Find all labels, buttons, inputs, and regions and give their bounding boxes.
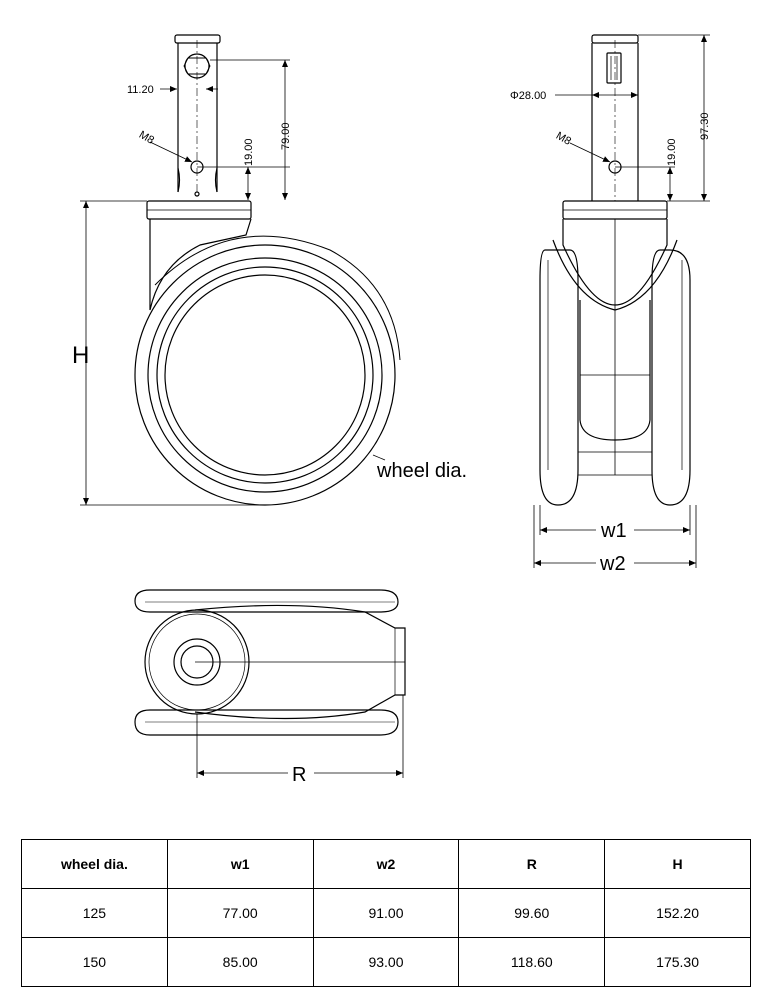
dim-hole-front: 19.00 bbox=[666, 138, 678, 166]
cell-w1: 77.00 bbox=[166, 888, 314, 938]
side-stem bbox=[174, 34, 221, 197]
cell-wheel-dia: 150 bbox=[21, 937, 168, 987]
front-wheels bbox=[539, 249, 691, 506]
label-thread-front: M8 bbox=[554, 130, 573, 148]
cell-w1: 85.00 bbox=[166, 937, 314, 987]
side-dimensions bbox=[80, 59, 386, 506]
header-w1: w1 bbox=[166, 839, 314, 889]
dim-stem-diameter: Φ28.00 bbox=[510, 90, 546, 102]
header-w2: w2 bbox=[312, 839, 460, 889]
front-stem bbox=[591, 34, 639, 201]
table-header-row: wheel dia. w1 w2 R H bbox=[21, 839, 751, 889]
top-housing bbox=[194, 604, 406, 720]
cell-r: 99.60 bbox=[458, 888, 606, 938]
cell-w2: 93.00 bbox=[312, 937, 460, 987]
top-view bbox=[134, 589, 406, 736]
cell-h: 175.30 bbox=[604, 937, 751, 987]
table-row: 125 77.00 91.00 99.60 152.20 bbox=[21, 888, 751, 938]
top-dimensions bbox=[196, 695, 404, 778]
side-wheel bbox=[134, 235, 401, 506]
label-w1: w1 bbox=[600, 520, 627, 542]
dim-hole-side: 19.00 bbox=[243, 138, 255, 166]
top-wheels bbox=[134, 589, 399, 736]
label-thread-side: M8 bbox=[137, 129, 156, 147]
dim-stem-front: 97.30 bbox=[699, 112, 711, 140]
header-wheel-dia: wheel dia. bbox=[21, 839, 168, 889]
dim-slot-width: 11.20 bbox=[127, 84, 154, 96]
technical-drawing: 11.20 M8 19.00 79.00 H wheel dia. bbox=[72, 34, 711, 786]
cell-r: 118.60 bbox=[458, 937, 606, 987]
front-view bbox=[539, 34, 691, 506]
header-h: H bbox=[604, 839, 751, 889]
cell-wheel-dia: 125 bbox=[21, 888, 168, 938]
dim-stem-side: 79.00 bbox=[280, 122, 292, 150]
side-housing bbox=[149, 218, 252, 311]
side-view bbox=[134, 34, 401, 506]
front-housing bbox=[552, 219, 678, 476]
label-w2: w2 bbox=[599, 553, 626, 575]
front-dimensions bbox=[533, 34, 710, 568]
label-wheel-dia: wheel dia. bbox=[376, 460, 467, 482]
cell-w2: 91.00 bbox=[312, 888, 460, 938]
label-height: H bbox=[72, 342, 89, 369]
header-r: R bbox=[458, 839, 606, 889]
label-r: R bbox=[292, 764, 306, 786]
spec-table: wheel dia. w1 w2 R H 125 77.00 91.00 99.… bbox=[21, 839, 751, 987]
cell-h: 152.20 bbox=[604, 888, 751, 938]
table-row: 150 85.00 93.00 118.60 175.30 bbox=[21, 937, 751, 987]
